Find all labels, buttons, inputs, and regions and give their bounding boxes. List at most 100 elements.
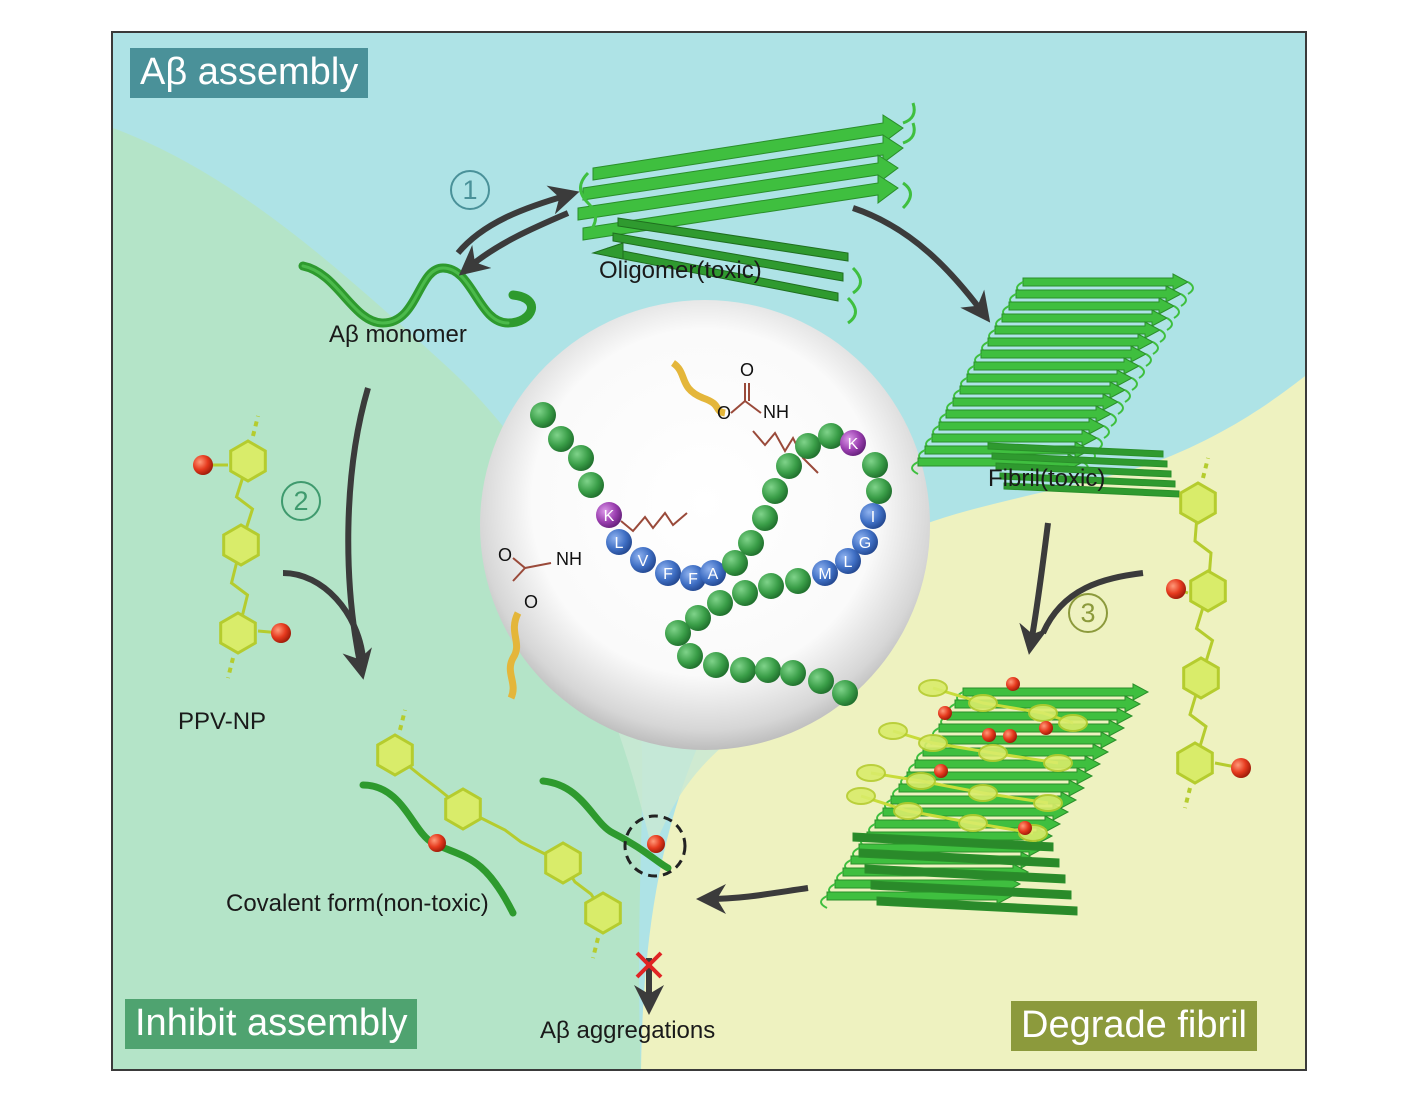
degrade-region xyxy=(641,376,1305,1069)
fibril-beta-strand xyxy=(987,333,1155,351)
vinylene-linker xyxy=(462,807,564,865)
chain-continuation xyxy=(398,709,407,731)
residue-letter: F xyxy=(663,566,673,583)
residue-letter: L xyxy=(844,554,853,571)
reactive-ester-ball xyxy=(1231,758,1251,778)
fibril-loop xyxy=(1110,413,1117,427)
fibril-lower-strand xyxy=(991,452,1168,468)
chain-continuation xyxy=(591,937,600,959)
reactive-ester-ball xyxy=(1018,821,1032,835)
reactive-ester-ball xyxy=(934,764,948,778)
phenylene-ring xyxy=(544,841,582,885)
residue-bead-generic xyxy=(818,423,844,449)
fibril-lower-strand xyxy=(987,442,1164,458)
oligomer-structure xyxy=(577,102,916,325)
ppv-ring xyxy=(918,734,948,752)
fibril-beta-strand xyxy=(973,357,1141,375)
reactive-ester-ball xyxy=(271,623,291,643)
residue-bead-hydrophobic xyxy=(700,560,726,586)
chem-atom-label: NH xyxy=(763,402,789,422)
reactive-ester-ball xyxy=(1006,677,1020,691)
reactive-ester-ball xyxy=(1039,721,1053,735)
polymer-tether xyxy=(506,611,522,700)
arrow-ppv-to-degraded xyxy=(1040,570,1144,635)
residue-letter: I xyxy=(871,509,875,526)
label-oligomer: Oligomer(toxic) xyxy=(599,257,762,284)
label-monomer: Aβ monomer xyxy=(329,321,467,348)
chem-atom-label: O xyxy=(524,592,538,612)
ppv-backbone xyxy=(892,729,1059,765)
vinylene-linker xyxy=(229,544,250,634)
residue-bead-generic xyxy=(862,452,888,478)
degraded-lower-strand xyxy=(870,880,1072,900)
residue-bead-generic xyxy=(808,668,834,694)
residue-bead-generic xyxy=(738,530,764,556)
fibril-loop xyxy=(1173,305,1180,319)
chain-continuation xyxy=(1183,787,1192,809)
label-fibril: Fibril(toxic) xyxy=(988,465,1106,492)
chem-atom-label: NH xyxy=(556,549,582,569)
ppv-ring xyxy=(1058,714,1088,732)
vinylene-linker xyxy=(1194,590,1215,679)
phenylene-ring xyxy=(1182,656,1220,700)
fibril-loop xyxy=(1152,341,1159,355)
ppv-ring xyxy=(918,679,948,697)
fibril-beta-strand xyxy=(945,405,1113,423)
chem-atom-label: O xyxy=(740,360,754,380)
step-1-marker: 1 xyxy=(450,170,490,210)
residue-bead-hydrophobic xyxy=(630,547,656,573)
fibril-loop xyxy=(1180,293,1187,307)
residue-letter: A xyxy=(708,566,719,583)
ppv-backbone xyxy=(932,686,1074,725)
ppv-ring xyxy=(968,784,998,802)
residue-bead-generic xyxy=(866,478,892,504)
residue-bead-generic xyxy=(665,620,691,646)
arrow-oligomer-to-monomer xyxy=(458,210,570,276)
chem-atom-label: O xyxy=(498,545,512,565)
residue-bead-hydrophobic xyxy=(680,565,706,591)
fibril-loop xyxy=(1159,329,1166,343)
ppv-ring xyxy=(968,694,998,712)
panel-tag-degrade: Degrade fibril xyxy=(1011,1001,1257,1051)
residue-bead-hydrophobic xyxy=(835,548,861,574)
degraded-lower-strand xyxy=(876,896,1078,916)
fibril-loop xyxy=(1166,317,1173,331)
blocked-x-icon xyxy=(635,951,663,979)
residue-bead-hydrophobic xyxy=(852,529,878,555)
step-3-marker: 3 xyxy=(1068,593,1108,633)
fibril-beta-strand xyxy=(1022,273,1190,291)
residue-bead-generic xyxy=(752,505,778,531)
reactive-ester-ball xyxy=(193,455,213,475)
covalent-bond-ball-1 xyxy=(428,834,446,852)
residue-bead-generic xyxy=(703,652,729,678)
residue-bead-generic xyxy=(530,402,556,428)
ppv-covalent-chain xyxy=(376,709,622,959)
arrow-ppv-to-covalent xyxy=(282,570,366,659)
ppv-ring xyxy=(856,764,886,782)
phenylene-ring xyxy=(222,523,260,567)
phenylene-ring xyxy=(1176,741,1214,785)
residue-bead-generic xyxy=(776,453,802,479)
residue-bead-generic xyxy=(685,605,711,631)
ppv-ring xyxy=(958,814,988,832)
fibril-beta-strand xyxy=(966,369,1134,387)
degraded-fibril-structure xyxy=(820,677,1150,916)
ppv-backbone xyxy=(860,794,1034,835)
panel-tag-inhibit: Inhibit assembly xyxy=(125,999,418,1049)
residue-bead-generic xyxy=(732,580,758,606)
ppv-ring xyxy=(1028,704,1058,722)
ppv-ring xyxy=(878,722,908,740)
residue-letter: V xyxy=(638,553,649,570)
fibril-beta-strand xyxy=(938,417,1106,435)
phenylene-ring xyxy=(584,891,622,935)
residue-letter: L xyxy=(615,535,624,552)
residue-letter: K xyxy=(604,508,615,525)
chem-atom-label: O xyxy=(717,403,731,423)
degraded-lower-strand xyxy=(852,832,1054,852)
fibril-lower-strand xyxy=(995,462,1172,478)
residue-bead-lysine xyxy=(596,502,622,528)
reactive-ester-ball xyxy=(1003,729,1017,743)
residue-bead-generic xyxy=(832,680,858,706)
